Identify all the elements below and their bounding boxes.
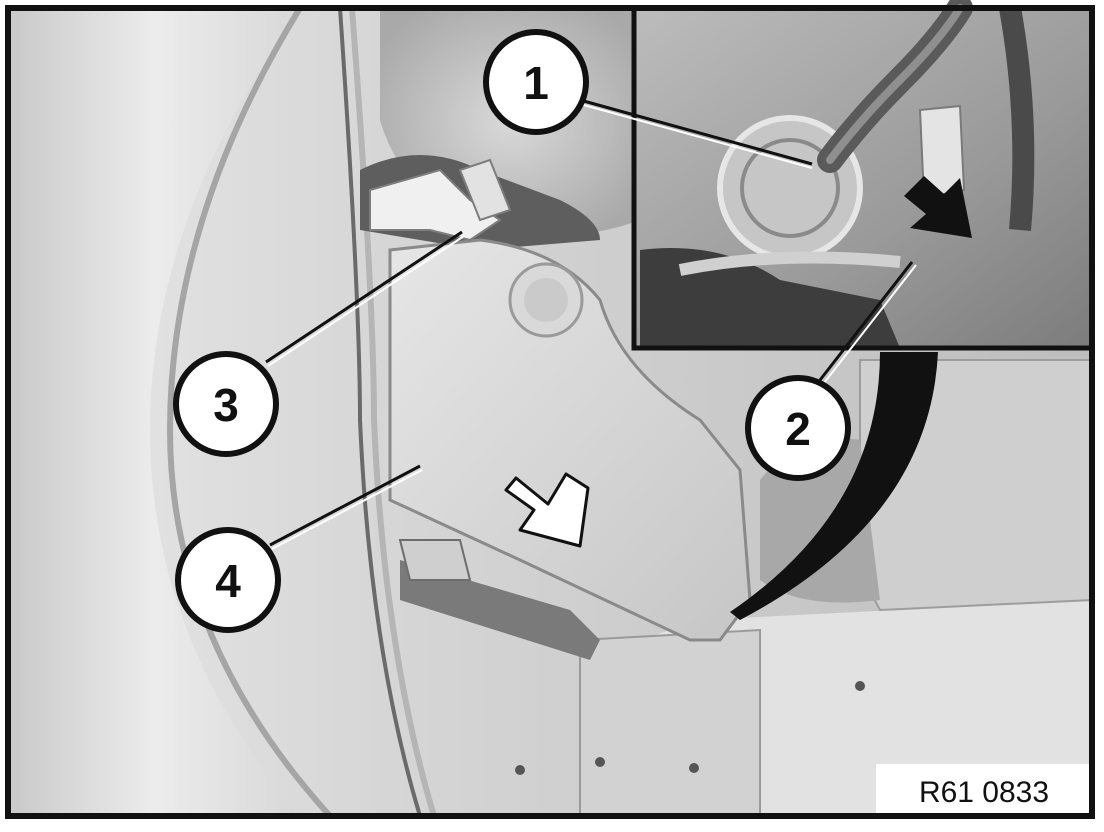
inset-cable-right (999, 6, 1035, 231)
figure-frame (5, 5, 1095, 819)
callout-1: 1 (483, 29, 589, 135)
leader-line-1 (579, 98, 813, 166)
leader-line-3 (265, 230, 463, 364)
callout-number: 4 (215, 555, 241, 607)
fender-seal (338, 7, 422, 817)
lower-bolt (515, 765, 525, 775)
leader-line-2-shadow (823, 264, 917, 384)
fender-edge (166, 6, 333, 819)
callout-number: 2 (785, 403, 811, 455)
leader-line-1-shadow (579, 103, 813, 169)
cover-panel (388, 238, 752, 642)
clip-detail (369, 168, 502, 242)
callout-number: 3 (213, 379, 239, 431)
inset-detail (631, 0, 1095, 351)
inset-latch (918, 104, 966, 200)
cover-bracket-part (398, 539, 472, 581)
reference-code-box (876, 764, 1092, 816)
leader-line-4 (269, 464, 421, 547)
callout-3: 3 (173, 351, 279, 457)
callout-circle (175, 527, 281, 633)
callout-number: 1 (523, 57, 549, 109)
removal-direction-arrow (504, 472, 590, 548)
callout-4: 4 (175, 527, 281, 633)
inset-dark-cavity (640, 248, 900, 348)
clip-tab (458, 158, 512, 222)
reference-code: R61 0833 (919, 776, 1049, 809)
fender-panel (8, 8, 300, 816)
inset-pipe (678, 251, 901, 276)
callout-circle (745, 375, 851, 481)
inset-cable-highlight (826, 4, 964, 164)
callout-2: 2 (745, 375, 851, 481)
leader-line-2 (818, 261, 914, 381)
leader-line-4-shadow (271, 469, 423, 550)
inset-bulb-socket-ring (740, 138, 840, 238)
callout-circle (483, 29, 589, 135)
cover-bracket (400, 560, 600, 660)
lower-bolt (595, 757, 605, 767)
zoom-indicator-arrow (730, 352, 938, 620)
lower-bolt (855, 681, 865, 691)
cover-round-plug-center (524, 278, 568, 322)
callout-circle (173, 351, 279, 457)
lower-bracket (579, 628, 761, 817)
push-arrow (904, 176, 972, 238)
leader-line-3-shadow (267, 235, 465, 367)
lower-bolt (689, 763, 699, 773)
